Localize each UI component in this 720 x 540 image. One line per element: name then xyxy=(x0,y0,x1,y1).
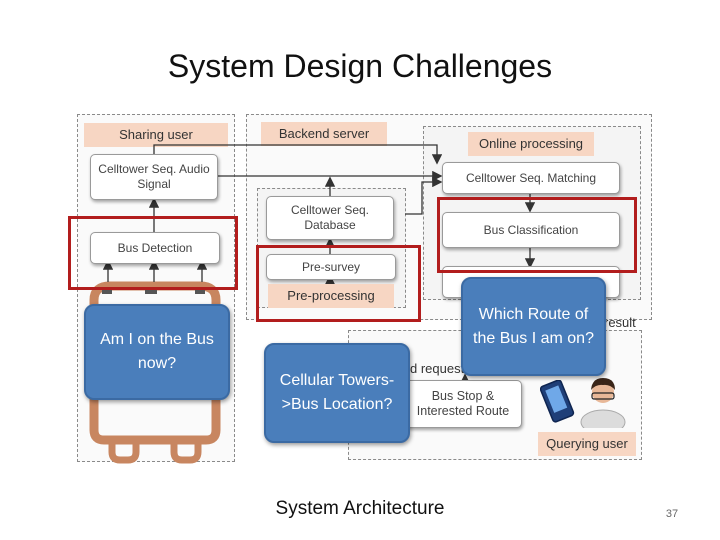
bus-classification-highlight xyxy=(437,197,637,273)
request-label: d request xyxy=(410,361,465,376)
result-label: result xyxy=(604,315,636,330)
sharing-user-header: Sharing user xyxy=(84,123,228,147)
celltower-matching-box: Celltower Seq. Matching xyxy=(442,162,620,194)
pre-survey-box: Pre-survey xyxy=(266,254,396,280)
celltower-audio-box: Celltower Seq. Audio Signal xyxy=(90,154,218,200)
bus-detection-highlight xyxy=(68,216,238,290)
on-bus-callout: Am I on the Bus now? xyxy=(84,304,230,400)
backend-server-header: Backend server xyxy=(261,122,387,146)
bus-icon xyxy=(89,281,221,464)
phone-icon xyxy=(540,380,575,423)
online-processing-header: Online processing xyxy=(468,132,594,156)
pre-survey-highlight xyxy=(256,245,421,322)
towers-location-callout: Cellular Towers->Bus Location? xyxy=(264,343,410,443)
person-icon xyxy=(580,378,626,428)
querying-user-header: Querying user xyxy=(538,432,636,456)
bus-detection-box: Bus Detection xyxy=(90,232,220,264)
pre-processing-header: Pre-processing xyxy=(268,284,394,308)
bus-stop-route-box: Bus Stop & Interested Route xyxy=(404,380,522,428)
bus-classification-box: Bus Classification xyxy=(442,212,620,248)
slide-title: System Design Challenges xyxy=(167,48,553,84)
page-number: 37 xyxy=(665,508,679,520)
which-route-callout: Which Route of the Bus I am on? xyxy=(461,277,606,376)
slide-caption: System Architecture xyxy=(275,498,445,519)
celltower-db-box: Celltower Seq. Database xyxy=(266,196,394,240)
